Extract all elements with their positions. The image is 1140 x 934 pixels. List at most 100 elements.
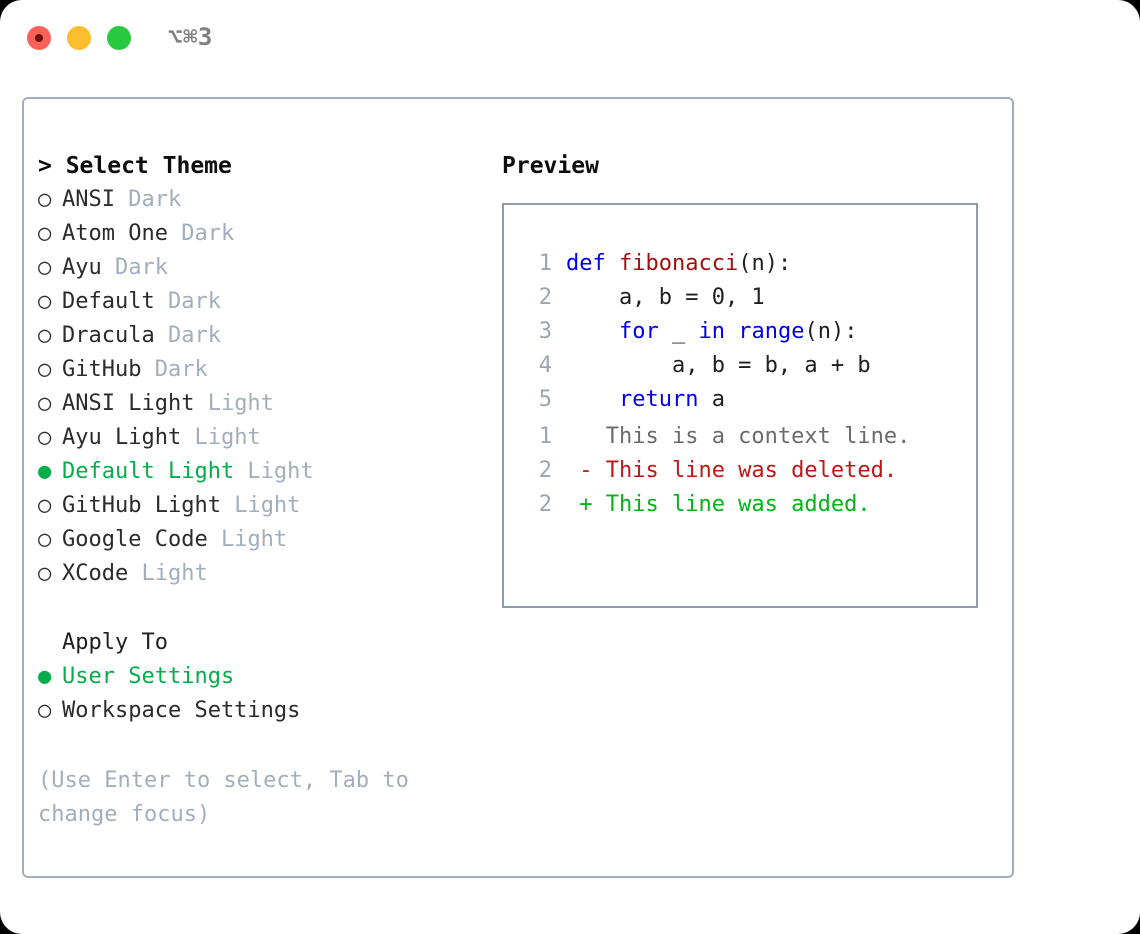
zoom-button[interactable]: [107, 26, 131, 50]
theme-picker-panel: > Select Theme ○ANSI Dark○Atom One Dark○…: [38, 149, 488, 591]
theme-option[interactable]: ○GitHub Dark: [38, 353, 488, 387]
record-dot-icon: [35, 34, 43, 42]
code-token: [566, 387, 619, 412]
code-token: a, b = b, a + b: [566, 353, 871, 378]
theme-option-kind: Dark: [167, 221, 235, 246]
line-number: 1: [538, 251, 552, 276]
theme-option-label: Atom One: [62, 221, 168, 246]
theme-option-label: Dracula: [62, 323, 155, 348]
theme-option-kind: Dark: [141, 357, 208, 382]
apply-to-option[interactable]: ● User Settings: [38, 660, 488, 694]
theme-option[interactable]: ○ XCode Light: [38, 557, 488, 591]
apply-to-option-label: Workspace Settings: [62, 698, 301, 723]
theme-option-label: Default Light: [62, 459, 235, 484]
code-token: return: [618, 387, 699, 412]
code-token: [566, 319, 619, 344]
diff-line: 1 This is a context line.: [526, 420, 966, 454]
apply-to-option-label: User Settings: [62, 664, 235, 689]
code-token: in: [698, 319, 725, 344]
code-line: 4 a, b = b, a + b: [526, 349, 966, 383]
theme-option[interactable]: ○ ANSI Light Light: [38, 387, 488, 421]
keyboard-shortcut-label: ⌥⌘3: [168, 23, 213, 51]
line-number: 4: [538, 353, 552, 378]
theme-option-kind: Light: [207, 527, 288, 552]
title-bar: ⌥⌘3: [0, 0, 1140, 78]
diff-line-text: - This line was deleted.: [566, 458, 898, 483]
code-line: 5 return a: [526, 383, 966, 417]
line-number: 2: [538, 458, 552, 483]
theme-option[interactable]: ○ Ayu Light Light: [38, 421, 488, 455]
apply-to-heading: Apply To: [62, 630, 168, 655]
code-token: for: [618, 319, 659, 344]
code-token: (n):: [804, 319, 858, 344]
theme-option[interactable]: ○ GitHub Light Light: [38, 489, 488, 523]
radio-unselected-icon: ○: [38, 391, 52, 416]
close-button[interactable]: [27, 26, 51, 50]
radio-unselected-icon: ○: [38, 493, 52, 518]
code-line: 2 a, b = 0, 1: [526, 281, 966, 315]
radio-unselected-icon: ○: [38, 255, 52, 280]
theme-option-label: Ayu: [62, 255, 102, 280]
theme-option-label: GitHub Light: [62, 493, 221, 518]
diff-line: 2 - This line was deleted.: [526, 454, 966, 488]
theme-option-kind: Light: [128, 561, 208, 586]
preview-panel: Preview: [502, 149, 1002, 183]
radio-unselected-icon: ○: [38, 357, 52, 382]
radio-unselected-icon: ○: [38, 527, 52, 552]
theme-option-label: Default: [62, 289, 155, 314]
code-token: a, b = 0, 1: [566, 285, 765, 310]
code-line: 1 def fibonacci(n):: [526, 247, 966, 281]
code-token: def: [566, 251, 619, 276]
theme-option-label: Ayu Light: [62, 425, 182, 450]
radio-selected-icon: ●: [38, 664, 52, 689]
theme-option[interactable]: ○ Atom One Dark: [38, 217, 488, 251]
page-title: > Select Theme: [38, 153, 232, 179]
radio-unselected-icon: ○: [38, 221, 52, 246]
theme-option[interactable]: ○ Dracula Dark: [38, 319, 488, 353]
radio-unselected-icon: ○: [38, 323, 52, 348]
theme-option[interactable]: ○ANSI Dark: [38, 183, 488, 217]
radio-unselected-icon: ○: [38, 698, 52, 723]
theme-option-kind: Dark: [114, 187, 182, 212]
line-number: 2: [538, 285, 552, 310]
code-token: fibonacci: [618, 251, 739, 276]
theme-option-kind: Light: [181, 425, 261, 450]
theme-list[interactable]: ○ANSI Dark○Atom One Dark○Ayu Dark○Defaul…: [38, 183, 488, 591]
theme-option-kind: Light: [194, 391, 274, 416]
line-number: 5: [538, 387, 552, 412]
radio-unselected-icon: ○: [38, 425, 52, 450]
apply-to-panel: Apply To ● User Settings ○ Workspace Settin…: [38, 626, 488, 728]
preview-title: Preview: [502, 153, 599, 179]
theme-option[interactable]: ○ Google Code Light: [38, 523, 488, 557]
code-token: range: [738, 319, 805, 344]
theme-option-kind: Light: [220, 493, 301, 518]
keyboard-hint: (Use Enter to select, Tab to change focu…: [38, 768, 409, 827]
minimize-button[interactable]: [67, 26, 91, 50]
diff-line-text: This is a context line.: [566, 424, 911, 449]
code-token: a: [698, 387, 725, 412]
theme-option[interactable]: ○Ayu Dark: [38, 251, 488, 285]
theme-option[interactable]: ●Default Light Light: [38, 455, 488, 489]
diff-line: 2 + This line was added.: [526, 488, 966, 522]
radio-unselected-icon: ○: [38, 561, 52, 586]
code-token: _: [658, 319, 699, 344]
line-number: 3: [538, 319, 552, 344]
theme-option-label: ANSI Light: [62, 391, 195, 416]
line-number: 2: [538, 492, 552, 517]
code-token: [725, 319, 738, 344]
theme-option[interactable]: ○Default Dark: [38, 285, 488, 319]
theme-option-kind: Light: [234, 459, 314, 484]
radio-unselected-icon: ○: [38, 289, 52, 314]
apply-to-options[interactable]: ● User Settings ○ Workspace Settings: [38, 660, 488, 728]
apply-to-option[interactable]: ○ Workspace Settings: [38, 694, 488, 728]
line-number: 1: [538, 424, 552, 449]
diff-sample: 1 This is a context line.2 - This line w…: [526, 420, 966, 522]
theme-option-label: Google Code: [62, 527, 208, 552]
theme-option-label: XCode: [62, 561, 129, 586]
code-token: (n):: [738, 251, 792, 276]
theme-option-kind: Dark: [154, 323, 221, 348]
radio-unselected-icon: ○: [38, 187, 52, 212]
